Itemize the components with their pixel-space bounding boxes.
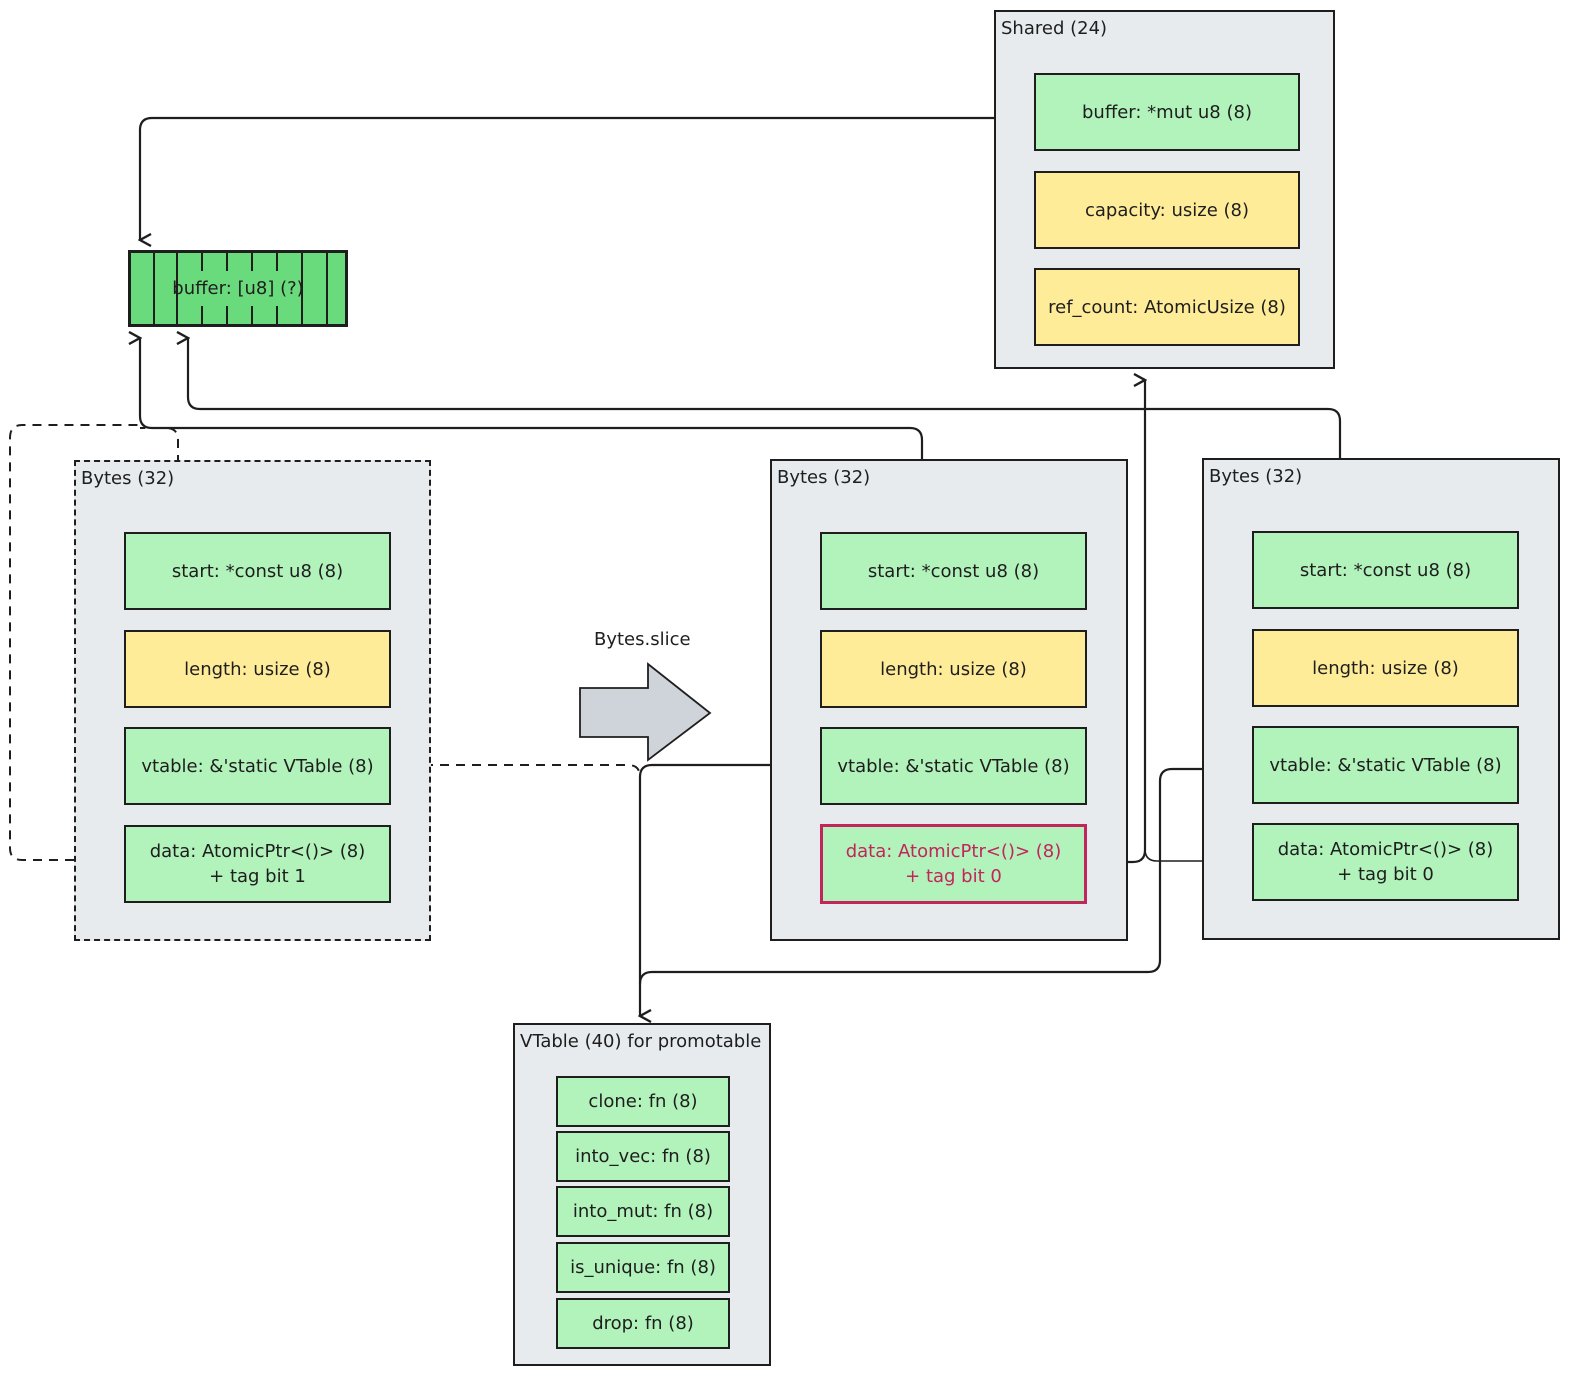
- bytes-original-title: Bytes (32): [81, 468, 175, 489]
- slice-a-vtable-arrow: [640, 763, 816, 1016]
- shared-struct-title: Shared (24): [1001, 18, 1108, 39]
- vtable-is-unique-field: is_unique: fn (8): [556, 1242, 730, 1293]
- bytes-slice-a-vtable-field: vtable: &'static VTable (8): [820, 727, 1087, 805]
- shared-ref-count-field: ref_count: AtomicUsize (8): [1034, 268, 1300, 346]
- vtable-drop-field: drop: fn (8): [556, 1298, 730, 1349]
- vtable-title: VTable (40) for promotable: [520, 1031, 762, 1052]
- slice-b-vtable-arrow: [638, 767, 1247, 985]
- shared-struct: Shared (24) buffer: *mut u8 (8) capacity…: [994, 10, 1335, 369]
- bytes-slice-a-length-field: length: usize (8): [820, 630, 1087, 708]
- slice-operation-arrow: [579, 662, 712, 762]
- bytes-original-data-field: data: AtomicPtr<()> (8) + tag bit 1: [124, 825, 391, 903]
- buffer-label: buffer: [u8] (?): [172, 278, 304, 299]
- buffer-cell-divider: [226, 306, 228, 324]
- shared-buffer-field: buffer: *mut u8 (8): [1034, 73, 1300, 151]
- buffer-cell-divider: [251, 306, 253, 324]
- bytes-slice-a-data-field: data: AtomicPtr<()> (8) + tag bit 0: [820, 824, 1087, 904]
- original-vtable-dashed-line: [392, 764, 641, 778]
- bytes-original-length-field: length: usize (8): [124, 630, 391, 708]
- bytes-original-vtable-field: vtable: &'static VTable (8): [124, 727, 391, 805]
- bytes-original-start-field: start: *const u8 (8): [124, 532, 391, 610]
- slice-b-start-arrow: [188, 338, 1342, 525]
- buffer-cell-divider: [201, 253, 203, 271]
- bytes-slice-b-length-field: length: usize (8): [1252, 629, 1519, 707]
- buffer-cell-divider: [276, 306, 278, 324]
- slice-a-start-arrow: [140, 338, 924, 525]
- bytes-slice-a-struct: Bytes (32) start: *const u8 (8) length: …: [770, 459, 1128, 941]
- vtable-into-mut-field: into_mut: fn (8): [556, 1186, 730, 1237]
- original-data-dashed-line: [9, 424, 140, 861]
- vtable-into-vec-field: into_vec: fn (8): [556, 1131, 730, 1182]
- vtable-struct: VTable (40) for promotable clone: fn (8)…: [513, 1023, 771, 1366]
- shared-buffer-arrow: [140, 116, 1030, 240]
- bytes-slice-b-data-field: data: AtomicPtr<()> (8) + tag bit 0: [1252, 823, 1519, 901]
- shared-capacity-field: capacity: usize (8): [1034, 171, 1300, 249]
- buffer-cell-divider: [176, 253, 178, 324]
- buffer-cell-divider: [301, 253, 303, 324]
- vtable-clone-field: clone: fn (8): [556, 1076, 730, 1127]
- bytes-slice-b-title: Bytes (32): [1209, 466, 1303, 487]
- bytes-slice-b-struct: Bytes (32) start: *const u8 (8) length: …: [1202, 458, 1560, 940]
- slice-operation-label: Bytes.slice: [594, 629, 691, 650]
- bytes-slice-a-title: Bytes (32): [777, 467, 871, 488]
- buffer-cell-divider: [251, 253, 253, 271]
- bytes-original-struct: Bytes (32) start: *const u8 (8) length: …: [74, 460, 431, 941]
- buffer-cell-divider: [326, 253, 328, 324]
- byte-buffer: buffer: [u8] (?): [128, 250, 348, 327]
- buffer-cell-divider: [276, 253, 278, 271]
- buffer-cell-divider: [201, 306, 203, 324]
- original-start-dashed-line: [140, 427, 179, 528]
- bytes-slice-b-start-field: start: *const u8 (8): [1252, 531, 1519, 609]
- bytes-slice-a-start-field: start: *const u8 (8): [820, 532, 1087, 610]
- buffer-cell-divider: [153, 253, 155, 324]
- bytes-slice-b-vtable-field: vtable: &'static VTable (8): [1252, 726, 1519, 804]
- buffer-cell-divider: [226, 253, 228, 271]
- slice-b-data-line: [1144, 848, 1247, 862]
